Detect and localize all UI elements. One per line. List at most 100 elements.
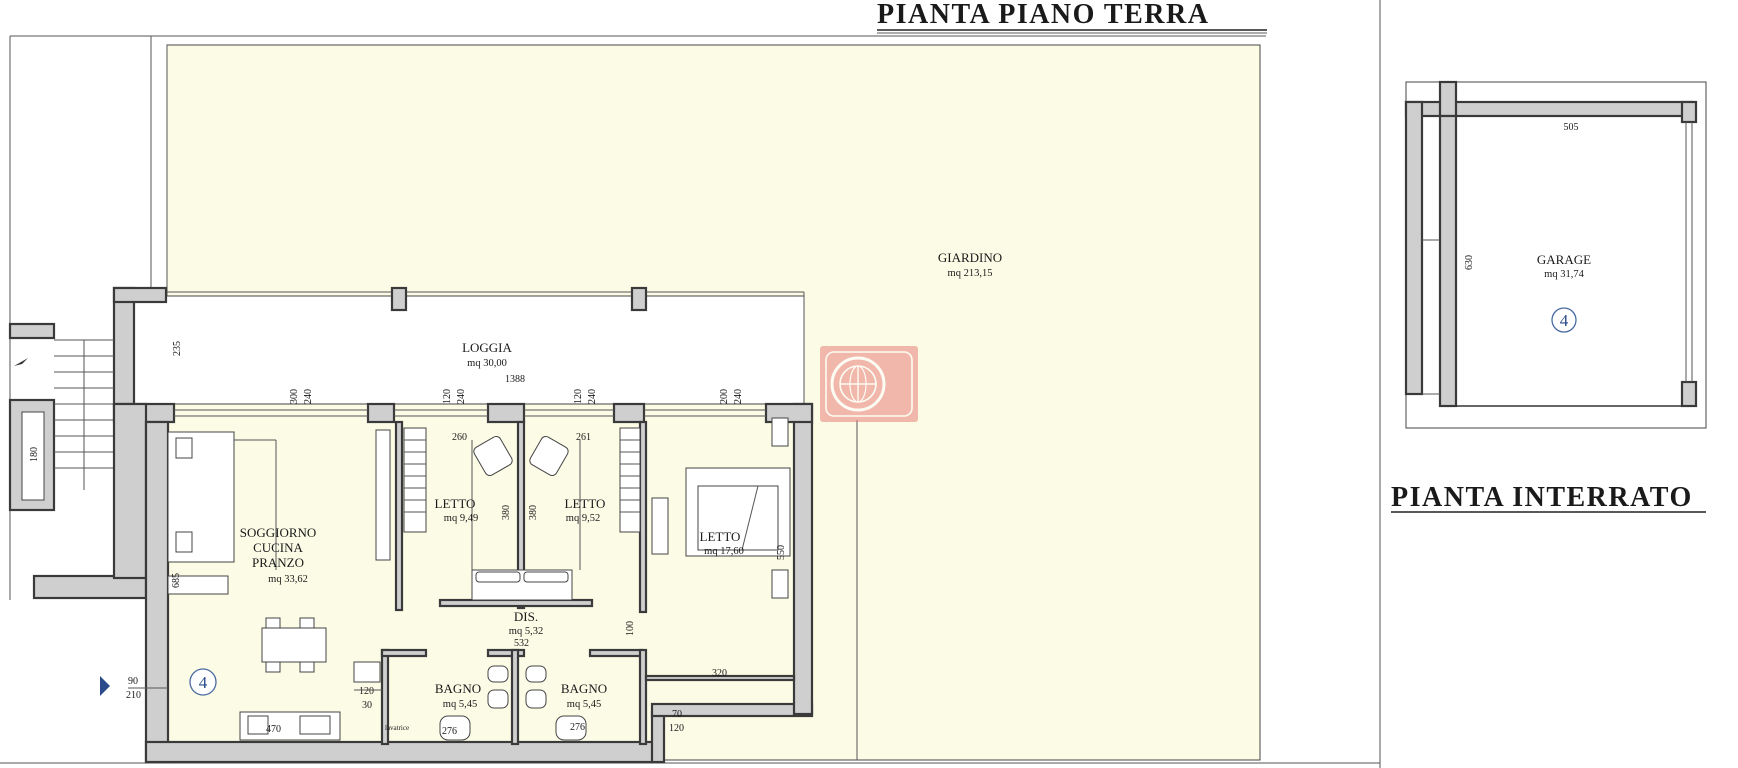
garage-left-wall-outer	[1404, 100, 1424, 396]
bagno1-area: mq 5,45	[443, 699, 477, 710]
dim-b-120: 120	[669, 723, 684, 734]
partition-letto2-letto3	[638, 420, 648, 614]
loggia-name: LOGGIA	[462, 340, 512, 355]
shower-2	[555, 715, 587, 741]
partition-sog-letto1	[394, 420, 404, 612]
loggia-height-dim: 235	[172, 341, 183, 356]
garage-area: mq 31,74	[1544, 269, 1584, 280]
left-corridor-wall	[32, 574, 148, 600]
dim-dis-100: 100	[625, 621, 636, 636]
dim-l3-320: 320	[712, 668, 727, 679]
letto3-area: mq 17,60	[704, 546, 744, 557]
dis-area: mq 5,32	[509, 626, 543, 637]
cabinet-entry	[167, 575, 229, 595]
bagno2-area: mq 5,45	[567, 699, 601, 710]
bagno2-name: BAGNO	[561, 681, 607, 696]
partition-letto3-bottom	[644, 674, 796, 682]
partition-letto1-letto2	[516, 420, 526, 610]
unit-number-circle	[189, 668, 217, 696]
stove-icon	[299, 715, 331, 735]
dim-l2-380: 380	[528, 505, 539, 520]
dim-l1-260: 260	[452, 432, 467, 443]
dim-door-90: 90	[128, 676, 138, 687]
nightstand-2	[771, 569, 789, 599]
loggia-column-1	[390, 286, 408, 312]
cabinet-sog	[375, 429, 391, 561]
dim-b1-276: 276	[442, 726, 457, 737]
loggia-area-value: mq 30,00	[467, 358, 507, 369]
soggiorno-name-3: PRANZO	[252, 555, 304, 570]
dim-door-210: 210	[126, 690, 141, 701]
wardrobe-letto1	[403, 427, 427, 533]
wardrobe-letto2	[619, 427, 641, 533]
partition-bagno1-top	[380, 648, 428, 658]
partition-bagno1-bagno2	[510, 648, 520, 746]
garage-unit-number: 4	[1560, 311, 1569, 330]
entrance-arrow-icon	[100, 676, 110, 696]
sink-icon	[247, 715, 269, 735]
basement-title: PIANTA INTERRATO	[1391, 482, 1693, 513]
wall-left	[144, 420, 170, 764]
garage-top-column	[1438, 80, 1458, 118]
garage-column-top-right	[1680, 100, 1698, 124]
letto2-area: mq 9,52	[566, 513, 600, 524]
stair-inner-block	[21, 411, 45, 501]
dim-k-470: 470	[266, 724, 281, 735]
stair-top-wall	[8, 322, 56, 340]
watermark-logo-icon	[820, 346, 918, 422]
wardrobe-letto1-hangers	[404, 439, 426, 513]
partition-dis-top	[438, 598, 594, 608]
dim-l2-120: 120	[573, 389, 584, 404]
wall-bottom-left	[144, 740, 664, 764]
kitchen-cabinet	[353, 661, 381, 683]
dim-l3-200: 200	[719, 389, 730, 404]
garage-unit-circle	[1551, 307, 1577, 333]
partition-bagno2-top	[588, 648, 644, 658]
dim-l2-240: 240	[587, 389, 598, 404]
toilet-2	[525, 689, 547, 709]
letto1-area: mq 9,49	[444, 513, 478, 524]
chair-letto2	[529, 435, 569, 477]
dim-garage-630: 630	[1464, 255, 1475, 270]
partition-bagno2-right	[638, 648, 648, 746]
dim-l1-120: 120	[442, 389, 453, 404]
letto2-name: LETTO	[565, 496, 606, 511]
shower-1	[439, 715, 471, 741]
dim-sog-685: 685	[171, 573, 182, 588]
garage-column-bottom-right	[1680, 380, 1698, 408]
dim-l1-380: 380	[501, 505, 512, 520]
dim-b-70: 70	[672, 709, 682, 720]
nightstand-1	[771, 417, 789, 447]
letto3-name: LETTO	[700, 529, 741, 544]
soggiorno-area: mq 33,62	[268, 574, 308, 585]
dining-table	[261, 627, 327, 663]
garage-name: GARAGE	[1537, 252, 1591, 267]
stair-dim: 180	[29, 447, 40, 462]
garage-left-wall	[1438, 114, 1458, 408]
bidet-2	[525, 665, 547, 683]
dim-b2-276: 276	[570, 722, 585, 733]
chair-letto1	[473, 435, 513, 477]
dim-dis-532: 532	[514, 638, 529, 649]
soggiorno-name-1: SOGGIORNO	[240, 525, 317, 540]
stair-steps	[54, 339, 114, 490]
partition-bagno1-top-r	[486, 648, 526, 658]
wall-top-seg-2	[486, 402, 526, 424]
lavatrice-label: lavatrice	[385, 724, 409, 732]
dim-sog-240: 240	[303, 389, 314, 404]
dim-l3-240: 240	[733, 389, 744, 404]
loggia-width-dim: 1388	[505, 374, 525, 385]
dim-l3-550: 550	[776, 545, 787, 560]
wall-right	[792, 402, 814, 716]
wardrobe-letto2-hangers	[620, 439, 640, 513]
bidet-1	[487, 665, 509, 683]
wall-top-seg-1	[366, 402, 396, 424]
letto1-name: LETTO	[435, 496, 476, 511]
desk-letto3	[651, 497, 669, 555]
toilet-1	[487, 689, 509, 709]
garden-name: GIARDINO	[938, 250, 1002, 265]
dim-k-120: 120	[359, 686, 374, 697]
dim-sog-300: 300	[289, 389, 300, 404]
garden-area-value: mq 213,15	[948, 268, 993, 279]
